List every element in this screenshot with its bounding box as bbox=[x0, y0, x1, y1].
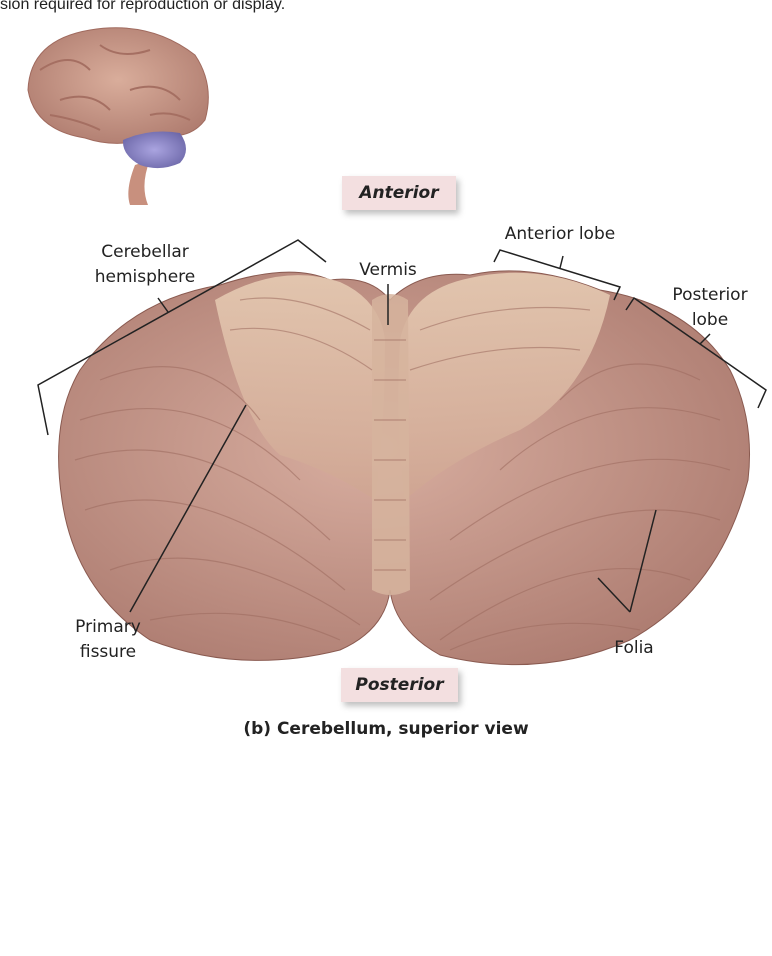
cerebellum-highlight bbox=[122, 131, 186, 169]
label-line: fissure bbox=[79, 642, 137, 662]
label-primary-fissure: Primary fissure bbox=[58, 615, 158, 665]
label-folia: Folia bbox=[614, 638, 654, 658]
leader-lines bbox=[37, 239, 767, 613]
label-anterior-lobe: Anterior lobe bbox=[504, 224, 616, 244]
posterior-direction-label: Posterior bbox=[341, 668, 458, 702]
figure-caption: (b) Cerebellum, superior view bbox=[243, 719, 529, 739]
brain-inset bbox=[27, 27, 209, 205]
label-vermis: Vermis bbox=[359, 260, 417, 280]
label-line: lobe bbox=[691, 310, 729, 330]
anterior-direction-label: Anterior bbox=[342, 176, 456, 210]
label-posterior-lobe: Posterior lobe bbox=[660, 283, 760, 333]
label-cerebellar-hemisphere: Cerebellar hemisphere bbox=[80, 240, 210, 290]
copyright-notice: sion required for reproduction or displa… bbox=[0, 0, 286, 13]
label-line: hemisphere bbox=[94, 267, 196, 287]
label-line: Posterior bbox=[672, 285, 748, 305]
label-line: Cerebellar bbox=[101, 242, 189, 262]
cerebellum bbox=[58, 270, 750, 666]
label-line: Primary bbox=[75, 617, 141, 637]
